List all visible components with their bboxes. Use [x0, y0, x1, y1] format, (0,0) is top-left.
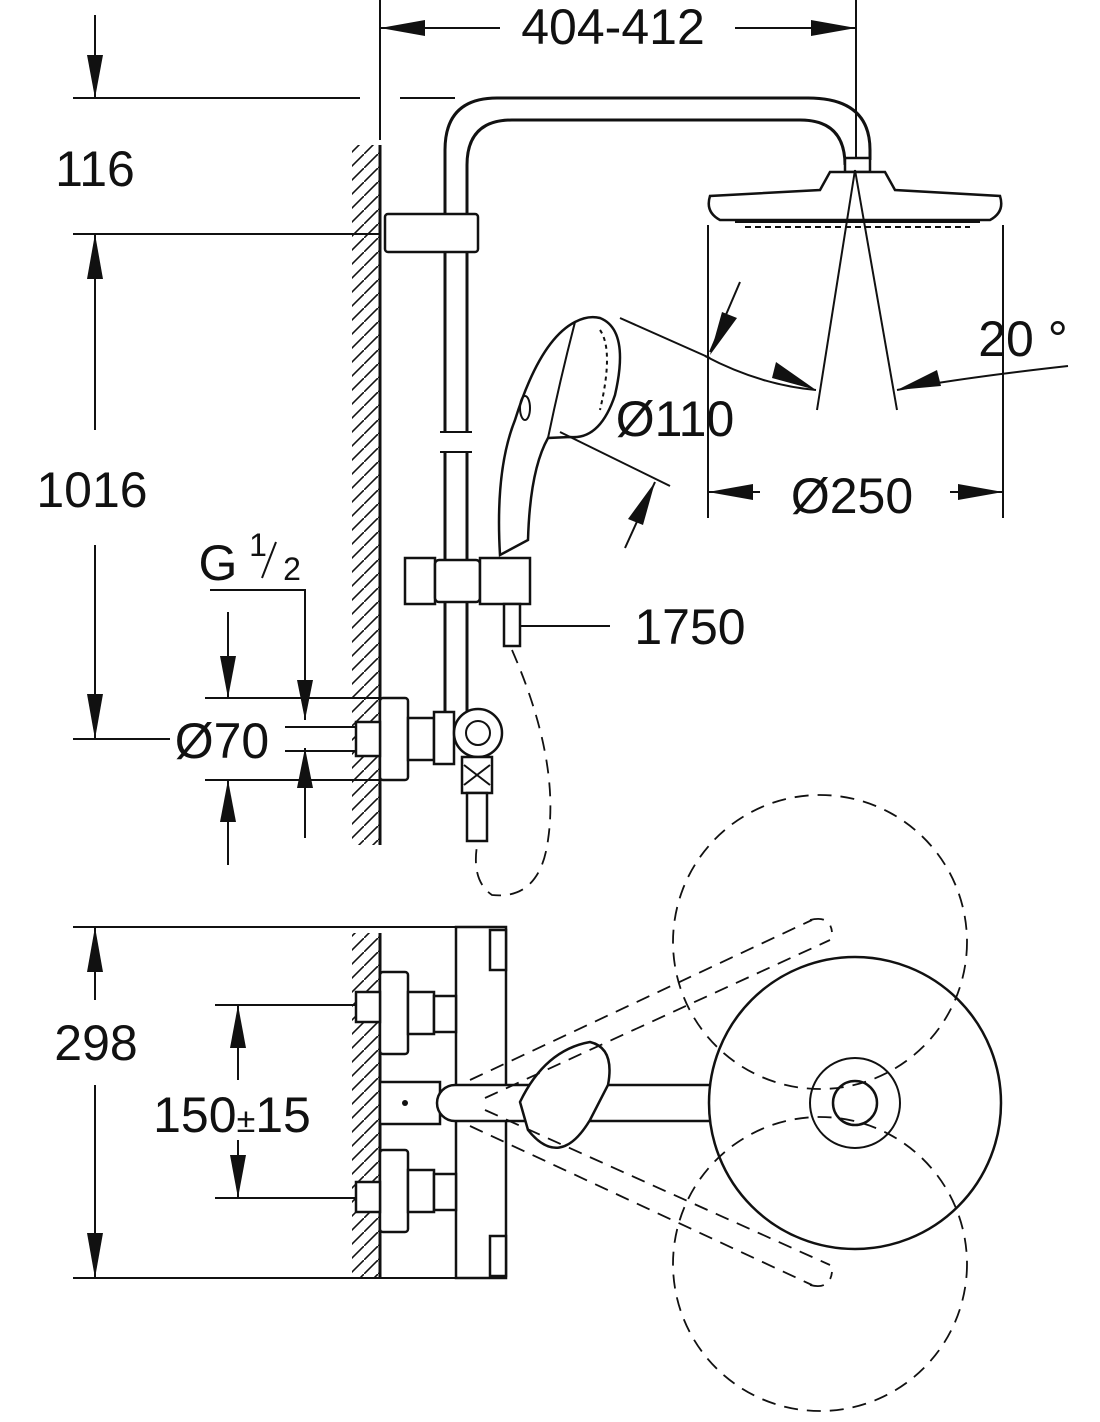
head-shower-plan — [469, 794, 1003, 1412]
inlet-spacing-dimension: 150±15 — [153, 1004, 360, 1199]
projection-dimension: 404-412 — [379, 0, 857, 160]
mixer-body-plan — [354, 925, 508, 1280]
head-shower — [707, 156, 1003, 228]
plan-depth-dimension: 298 — [54, 926, 505, 1279]
thread-label: G — [199, 535, 238, 591]
height-dimensions: 116 1016 — [36, 15, 455, 740]
top-height-label: 116 — [55, 141, 135, 197]
wall-section-plan — [352, 933, 382, 1278]
bar-height-label: 1016 — [36, 462, 147, 518]
head-shower-diameter-label: Ø250 — [791, 468, 913, 524]
inlet-spacing-label: 150±15 — [153, 1087, 311, 1143]
shower-rail — [383, 96, 872, 712]
hose-length-label: 1750 — [634, 599, 745, 655]
plan-view: 298 150±15 — [54, 794, 1003, 1412]
thread-numerator: 1 — [249, 527, 267, 563]
front-elevation: 404-412 116 1016 — [36, 0, 1069, 897]
head-angle-label: 20 ° — [978, 311, 1068, 367]
hand-shower: Ø110 — [497, 281, 741, 558]
hand-shower-plan — [518, 1040, 611, 1149]
hand-shower-diameter-label: Ø110 — [616, 391, 735, 447]
shower-hose — [474, 649, 552, 897]
inlet-dimensions: G 1 2 Ø70 — [175, 527, 380, 865]
head-shower-dimensions: Ø250 20 ° — [704, 169, 1069, 524]
plan-depth-label: 298 — [54, 1015, 137, 1071]
thread-denominator: 2 — [283, 551, 301, 587]
mixer-body — [354, 696, 504, 843]
hand-shower-holder: 1750 — [403, 556, 746, 655]
projection-label: 404-412 — [521, 0, 705, 55]
rosette-diameter-label: Ø70 — [175, 713, 270, 769]
